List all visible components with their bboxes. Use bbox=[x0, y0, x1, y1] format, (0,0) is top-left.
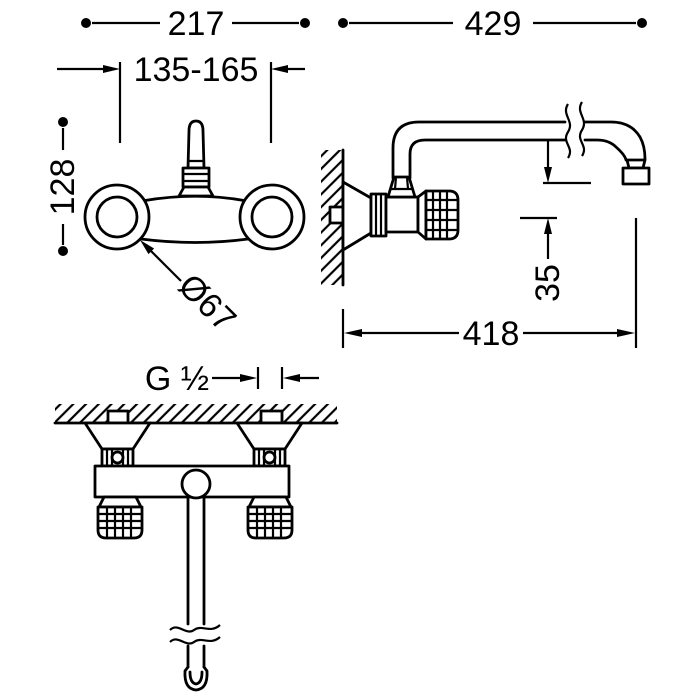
neck-rib bbox=[405, 176, 410, 190]
dim-dot bbox=[300, 18, 310, 28]
cartridge-collar bbox=[181, 166, 211, 189]
arrowhead-right bbox=[103, 65, 120, 73]
dim-height-label: 128 bbox=[44, 159, 82, 216]
handle-collar-left bbox=[97, 495, 143, 509]
handle-knurl bbox=[424, 189, 460, 241]
dim-spout-reach: 418 bbox=[341, 218, 638, 353]
right-flange-outer bbox=[238, 183, 306, 251]
thread-stub-left bbox=[106, 409, 130, 425]
spout-tube-inner bbox=[408, 138, 567, 180]
body-bottom-edge bbox=[139, 237, 250, 244]
wall-hatching bbox=[55, 404, 337, 423]
dim-mount-spacing: 135-165 bbox=[57, 51, 305, 143]
arrowhead-right bbox=[240, 374, 257, 382]
flange-diameter-label: Ø67 bbox=[171, 267, 243, 339]
label-flange-diameter: Ø67 bbox=[140, 240, 243, 339]
side-view bbox=[321, 101, 651, 287]
nut-port-left bbox=[110, 450, 125, 465]
right-flange-inner bbox=[250, 195, 294, 239]
dim-spout-reach-label: 418 bbox=[463, 315, 520, 353]
break-squiggle bbox=[564, 103, 572, 159]
spout-tube-outer bbox=[391, 120, 567, 180]
arrowhead-right bbox=[617, 329, 635, 337]
dim-overall-width-label: 217 bbox=[168, 5, 225, 43]
leader-arrowhead bbox=[140, 240, 155, 255]
escutcheon-cone-left bbox=[83, 421, 152, 451]
left-flange-outer bbox=[83, 183, 151, 251]
spout-base-circle bbox=[180, 468, 212, 500]
break-squiggle bbox=[169, 636, 221, 645]
leader-line bbox=[150, 250, 182, 282]
nut-port-right bbox=[262, 450, 277, 465]
arrowhead-left bbox=[283, 374, 300, 382]
handle-knurl-right bbox=[246, 505, 294, 540]
break-squiggle bbox=[169, 624, 221, 633]
arrowhead-left bbox=[271, 65, 288, 73]
arrowhead-up bbox=[544, 218, 552, 234]
front-view bbox=[83, 119, 306, 251]
break-squiggle bbox=[578, 101, 586, 157]
dim-spout-overall-label: 429 bbox=[465, 5, 522, 43]
left-flange-inner bbox=[95, 195, 139, 239]
escutcheon-cone bbox=[341, 180, 373, 252]
dim-height: 128 bbox=[44, 117, 82, 256]
bottom-view bbox=[53, 404, 339, 692]
handle-stem bbox=[186, 119, 206, 170]
handle-knurl-left bbox=[96, 505, 144, 540]
supply-stub bbox=[328, 205, 345, 225]
handle-collar-right bbox=[247, 495, 293, 509]
dim-thread: G ½ bbox=[145, 360, 319, 398]
spout-tube-inner bbox=[583, 138, 628, 162]
dim-dot bbox=[58, 117, 68, 127]
thread-stub-right bbox=[259, 409, 284, 425]
spout-tip-inner bbox=[188, 670, 204, 686]
dim-outlet-drop-label: 35 bbox=[529, 264, 567, 302]
spout-tube-outer bbox=[583, 120, 647, 161]
stem-base bbox=[177, 185, 215, 198]
dim-overall-width: 217 bbox=[81, 5, 310, 43]
spout-tip-outer bbox=[183, 665, 209, 692]
arrowhead-left bbox=[344, 329, 362, 337]
dim-dot bbox=[58, 246, 68, 256]
spout-neck bbox=[386, 175, 417, 199]
dim-dot bbox=[637, 18, 647, 28]
valve-body bbox=[384, 195, 420, 234]
arrowhead-down bbox=[544, 167, 552, 183]
dim-dot bbox=[81, 18, 91, 28]
union-nut bbox=[369, 192, 388, 238]
dim-thread-label: G ½ bbox=[145, 360, 209, 398]
aerator bbox=[621, 166, 651, 186]
dim-mount-spacing-label: 135-165 bbox=[134, 51, 259, 89]
neck-rib bbox=[393, 176, 398, 190]
escutcheon-cone-right bbox=[235, 421, 304, 451]
dim-dot bbox=[338, 18, 348, 28]
dim-outlet-drop: 35 bbox=[520, 141, 591, 302]
dim-spout-overall: 429 bbox=[338, 5, 647, 43]
